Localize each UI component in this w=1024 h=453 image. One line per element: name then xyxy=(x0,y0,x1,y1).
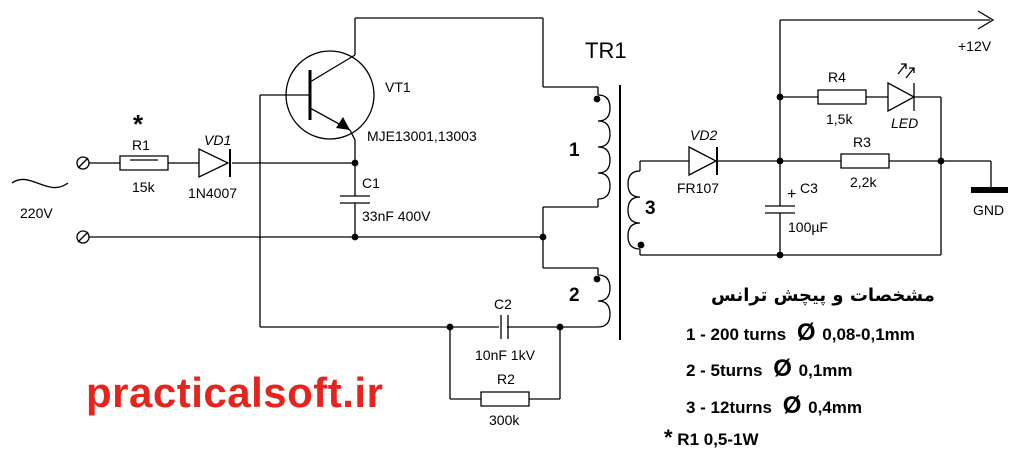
c2-name: C2 xyxy=(494,296,512,312)
vd1-value: 1N4007 xyxy=(188,185,238,201)
ac-source-symbol xyxy=(12,179,68,187)
diameter-icon: Ø xyxy=(796,319,816,346)
r1-value: 15k xyxy=(132,179,155,195)
c1-value: 33nF 400V xyxy=(362,208,431,224)
vd1-diode xyxy=(199,149,228,177)
arrow-plus12 xyxy=(978,11,993,29)
spec-line-2-value: 0,1mm xyxy=(798,361,853,380)
c1-name: C1 xyxy=(362,175,380,191)
led-light-arrow-2 xyxy=(906,68,914,78)
vd2-diode xyxy=(689,147,716,175)
c2-value: 10nF 1kV xyxy=(475,347,535,363)
vt1-name: VT1 xyxy=(385,79,411,95)
winding-3-coil xyxy=(628,171,640,249)
r3-name: R3 xyxy=(853,134,871,150)
winding-1-label: 1 xyxy=(569,140,580,161)
c3-plus: + xyxy=(787,186,797,203)
led-diode xyxy=(888,83,914,111)
r4-value: 1,5k xyxy=(826,111,853,127)
r1-resistor xyxy=(120,156,168,170)
spec-line-2: 2 - 5turns Ø 0,1mm xyxy=(686,357,853,381)
winding-2-label: 2 xyxy=(569,285,580,306)
r1-asterisk: * xyxy=(133,109,144,139)
r2-name: R2 xyxy=(497,371,515,387)
r2-resistor xyxy=(481,392,529,406)
spec-line-3-prefix: 3 - 12turns xyxy=(686,398,772,417)
footnote-asterisk: * xyxy=(664,425,673,450)
r2-value: 300k xyxy=(489,412,520,428)
watermark: practicalsoft.ir xyxy=(86,369,384,416)
r1-name: R1 xyxy=(132,137,150,153)
winding-3-label: 3 xyxy=(645,198,656,219)
vt1-value: MJE13001,13003 xyxy=(367,128,477,144)
c3-name: C3 xyxy=(800,180,818,196)
led-name: LED xyxy=(891,115,919,131)
r4-name: R4 xyxy=(828,69,846,85)
spec-line-3: 3 - 12turns Ø 0,4mm xyxy=(686,394,862,418)
r3-resistor xyxy=(841,154,889,168)
output-voltage-label: +12V xyxy=(958,38,992,54)
spec-title: مشخصات و پیچش ترانس xyxy=(711,285,935,306)
spec-line-1: 1 - 200 turns Ø 0,08-0,1mm xyxy=(686,321,915,345)
vd1-name: VD1 xyxy=(204,132,232,148)
spec-line-1-value: 0,08-0,1mm xyxy=(822,325,915,344)
spec-line-2-prefix: 2 - 5turns xyxy=(686,361,763,380)
c3-value: 100µF xyxy=(788,219,828,235)
footnote-text: R1 0,5-1W xyxy=(677,430,759,449)
transformer-label: TR1 xyxy=(585,38,627,63)
wire-emitter xyxy=(350,130,355,140)
vt1-emitter-arrow xyxy=(336,117,350,130)
input-voltage-label: 220V xyxy=(20,205,53,221)
spec-line-3-value: 0,4mm xyxy=(808,398,862,417)
r4-resistor xyxy=(818,90,866,104)
vd2-value: FR107 xyxy=(677,180,720,196)
r3-value: 2,2k xyxy=(850,174,877,190)
winding-1-coil xyxy=(598,95,610,199)
diameter-icon: Ø xyxy=(773,355,792,382)
vd2-name: VD2 xyxy=(690,127,718,143)
ground-label: GND xyxy=(973,202,1005,218)
led-light-arrow-1 xyxy=(898,64,906,74)
diameter-icon: Ø xyxy=(782,392,802,419)
winding-2-coil xyxy=(598,275,610,327)
spec-line-1-prefix: 1 - 200 turns xyxy=(686,325,787,344)
spec-footnote: * R1 0,5-1W xyxy=(664,427,759,449)
